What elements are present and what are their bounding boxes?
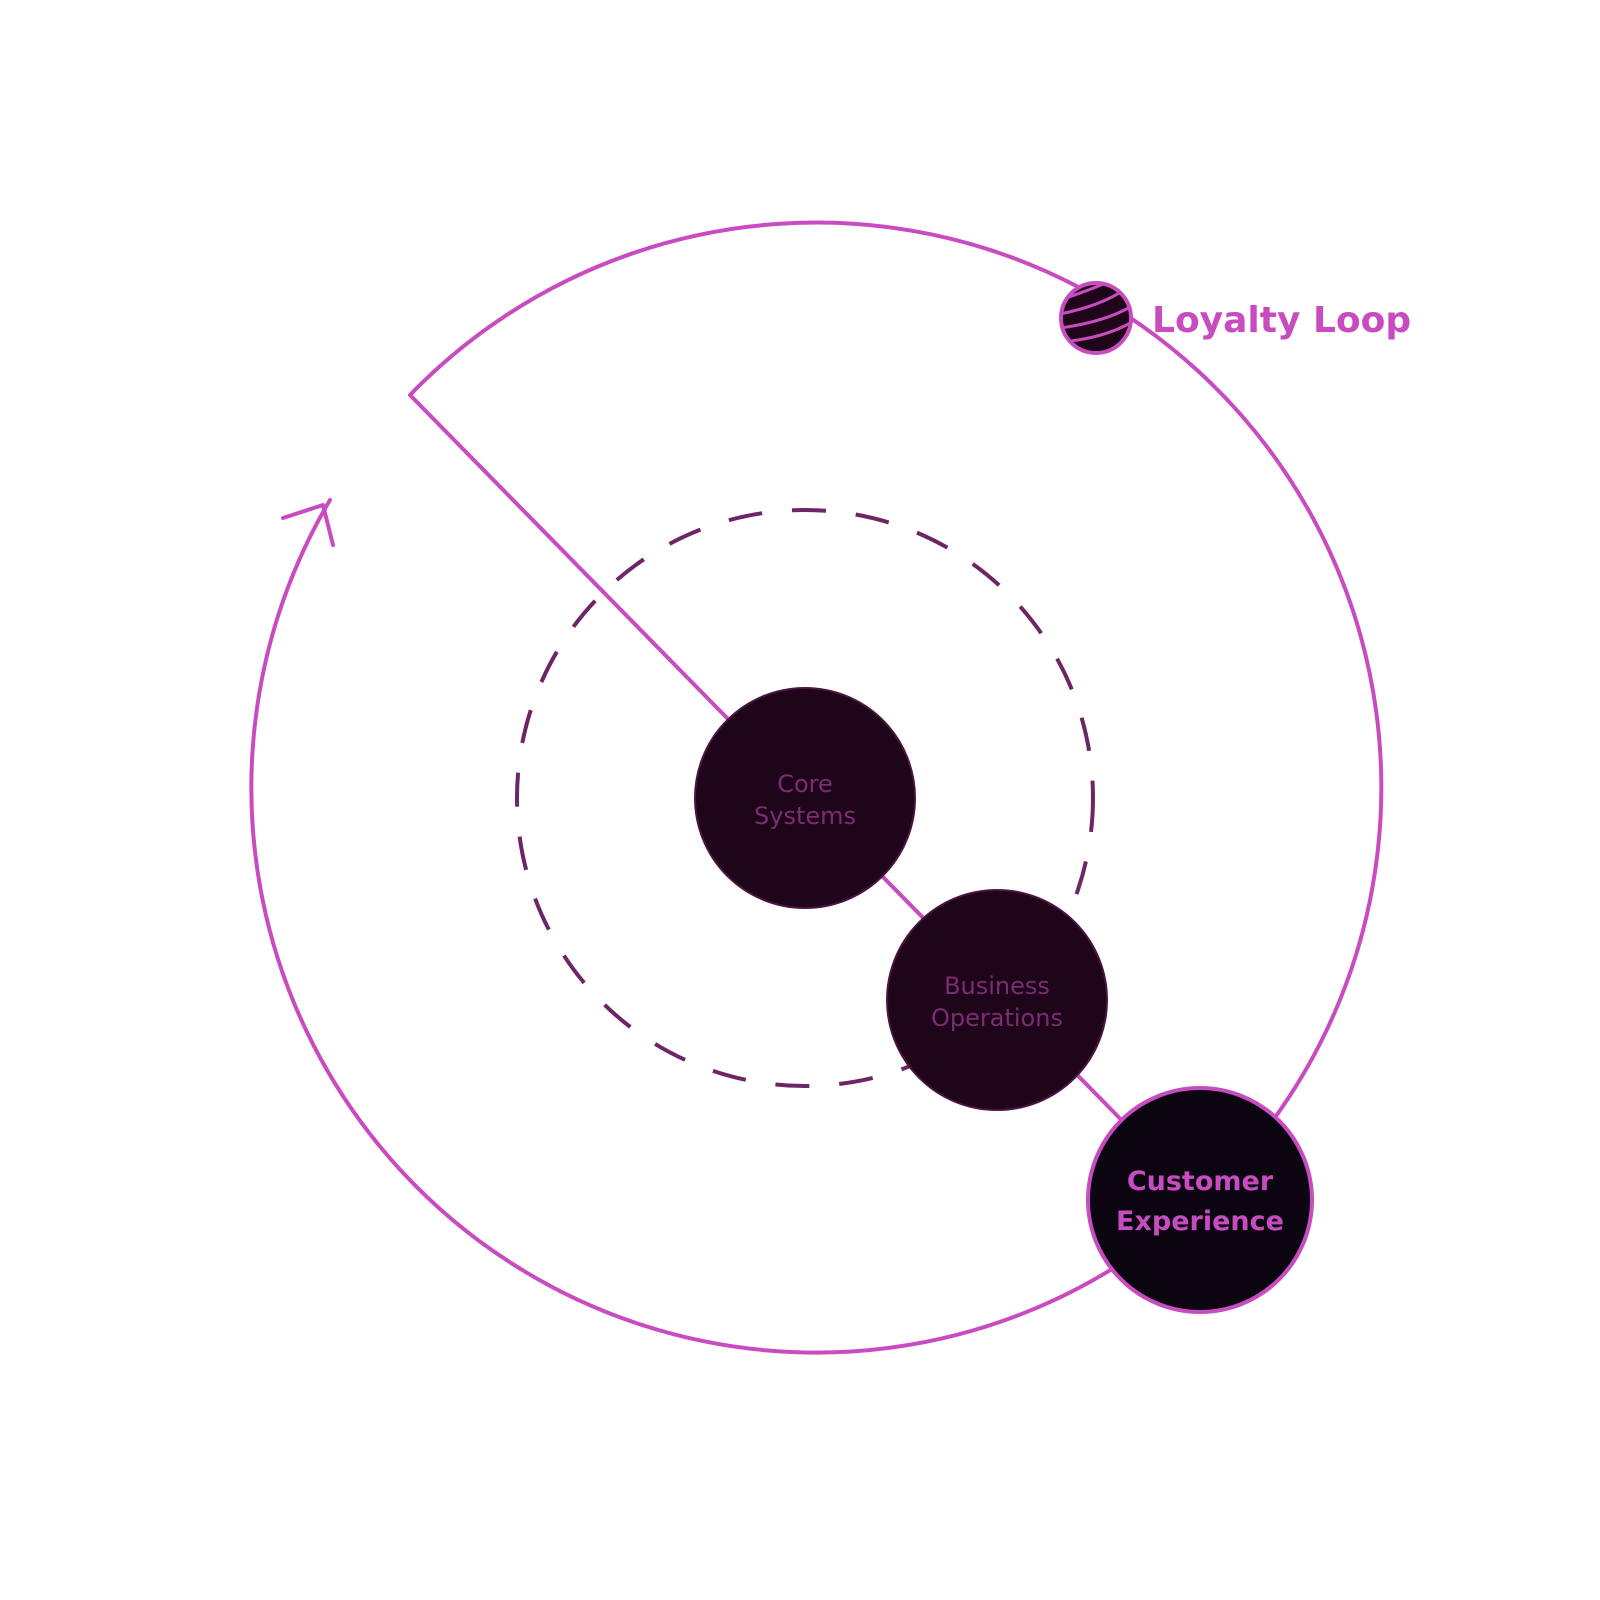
node-business-label-line2: Operations <box>931 1004 1063 1032</box>
arrowhead-icon <box>281 503 335 547</box>
node-core-label-line1: Core <box>777 770 833 798</box>
loyalty-loop-label: Loyalty Loop <box>1152 300 1411 341</box>
node-business-circle <box>886 889 1108 1111</box>
node-customer-label-line1: Customer <box>1127 1166 1274 1197</box>
dashed-ring <box>515 508 1095 1088</box>
node-business-label-line1: Business <box>944 972 1050 1000</box>
striped-globe-icon <box>1059 281 1133 355</box>
node-core-circle <box>694 687 916 909</box>
node-customer-label-line2: Experience <box>1116 1206 1284 1237</box>
node-core-systems: Core Systems <box>694 687 916 909</box>
node-customer-experience: Customer Experience <box>1086 1086 1314 1314</box>
node-core-label-line2: Systems <box>754 802 856 830</box>
node-customer-circle <box>1086 1086 1314 1314</box>
node-business-operations: Business Operations <box>886 889 1108 1111</box>
